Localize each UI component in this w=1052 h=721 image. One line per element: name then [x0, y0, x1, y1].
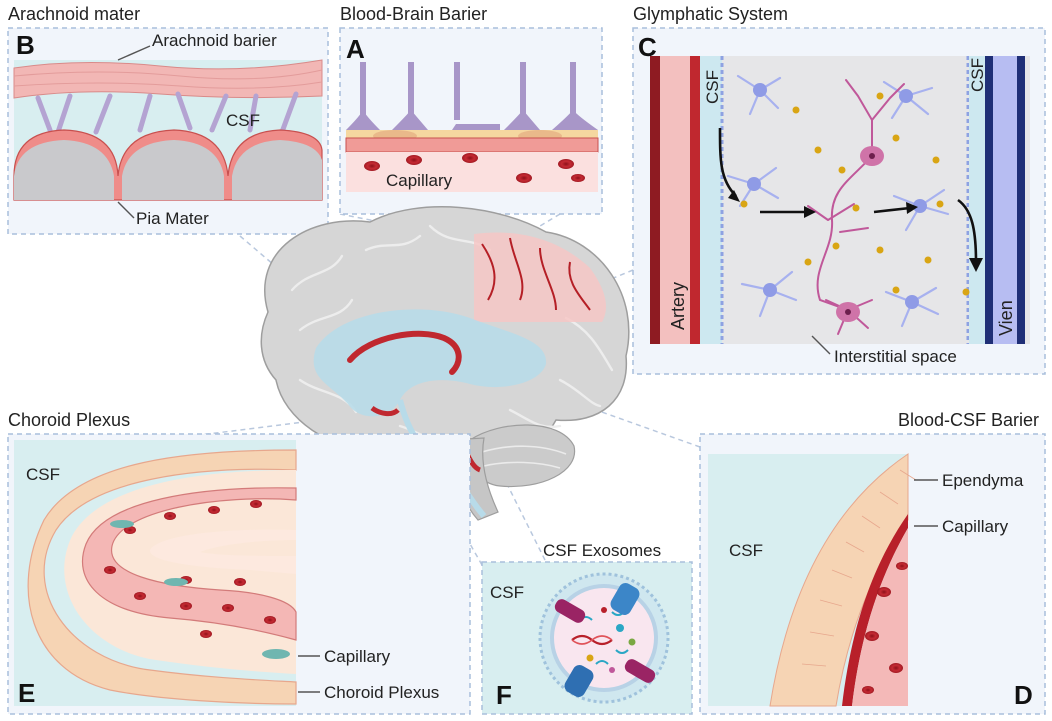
panel-b-title: Arachnoid mater [8, 4, 140, 24]
interstitial-label: Interstitial space [834, 347, 957, 366]
panel-f-letter: F [496, 680, 512, 710]
capillary-label-a: Capillary [386, 171, 453, 190]
panel-e-title: Choroid Plexus [8, 410, 130, 430]
capillary-label-e: Capillary [324, 647, 391, 666]
choroid-plexus-label-e: Choroid Plexus [324, 683, 439, 702]
panel-c-letter: C [638, 32, 657, 62]
panel-choroid: Choroid Plexus CSF E Capillary Choroid P… [7, 410, 471, 715]
central-brain [260, 206, 630, 521]
panel-a-letter: A [346, 34, 365, 64]
pia-mater-label: Pia Mater [136, 209, 209, 228]
csf-label-f: CSF [490, 583, 524, 602]
panel-bbb: Blood-Brain Barier A Capillary [339, 4, 603, 215]
vien-label: Vien [996, 300, 1016, 336]
panel-exosomes: CSF Exosomes CSF F [481, 541, 693, 715]
csf-right-label-c: CSF [968, 58, 987, 92]
ependyma-label: Ependyma [942, 471, 1024, 490]
csf-label-b: CSF [226, 111, 260, 130]
panel-a-title: Blood-Brain Barier [340, 4, 487, 24]
panel-d-title: Blood-CSF Barier [898, 410, 1039, 430]
panel-e-letter: E [18, 678, 35, 708]
panel-d-letter: D [1014, 680, 1033, 710]
panel-f-title: CSF Exosomes [543, 541, 661, 560]
panel-glymphatic: Glymphatic System C CSF CSF Artery Vien … [632, 4, 1046, 375]
panel-c-title: Glymphatic System [633, 4, 788, 24]
csf-label-e: CSF [26, 465, 60, 484]
arachnoid-barier-label: Arachnoid barier [152, 31, 277, 50]
panel-arachnoid: Arachnoid mater B Arachnoid barier CSF P… [7, 4, 329, 235]
capillary-label-d: Capillary [942, 517, 1009, 536]
panel-bcsf: Blood-CSF Barier CSF Ependyma Capillary … [699, 410, 1046, 715]
panel-b-letter: B [16, 30, 35, 60]
artery-label: Artery [668, 282, 688, 330]
csf-label-d: CSF [729, 541, 763, 560]
csf-left-label-c: CSF [703, 70, 722, 104]
